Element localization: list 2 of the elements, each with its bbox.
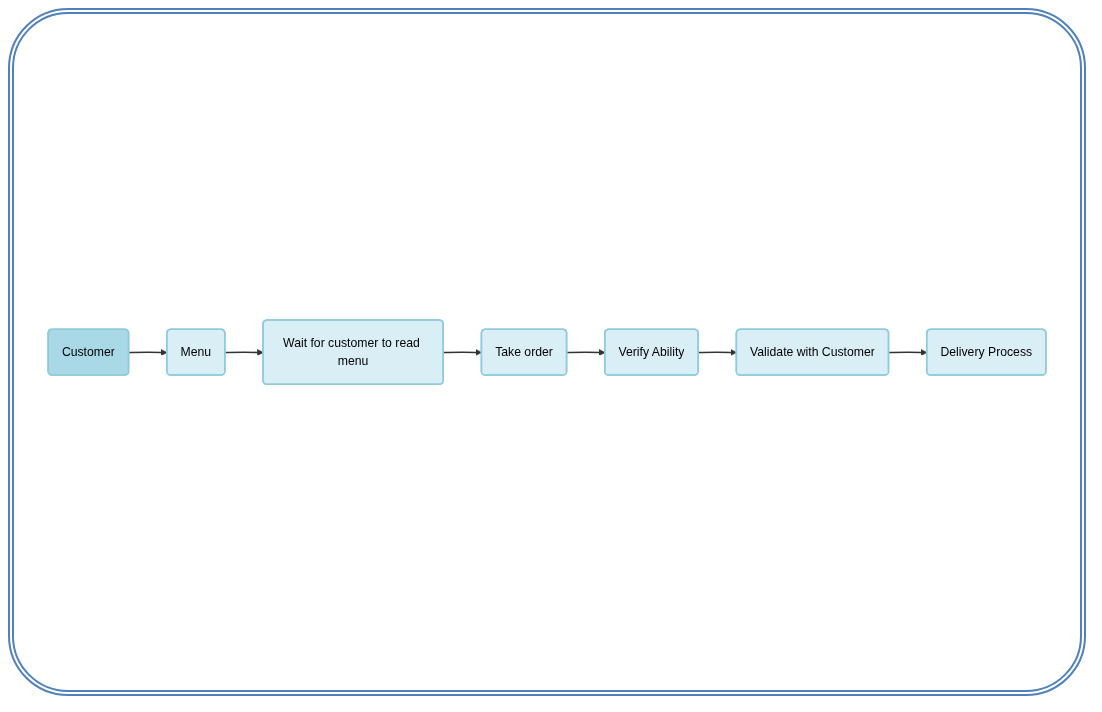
frame-border: Customer Menu Wait for customer to read menu Take order Verify Ability Validate with Customer Delivery Process (8, 8, 1086, 696)
arrow (224, 348, 264, 356)
